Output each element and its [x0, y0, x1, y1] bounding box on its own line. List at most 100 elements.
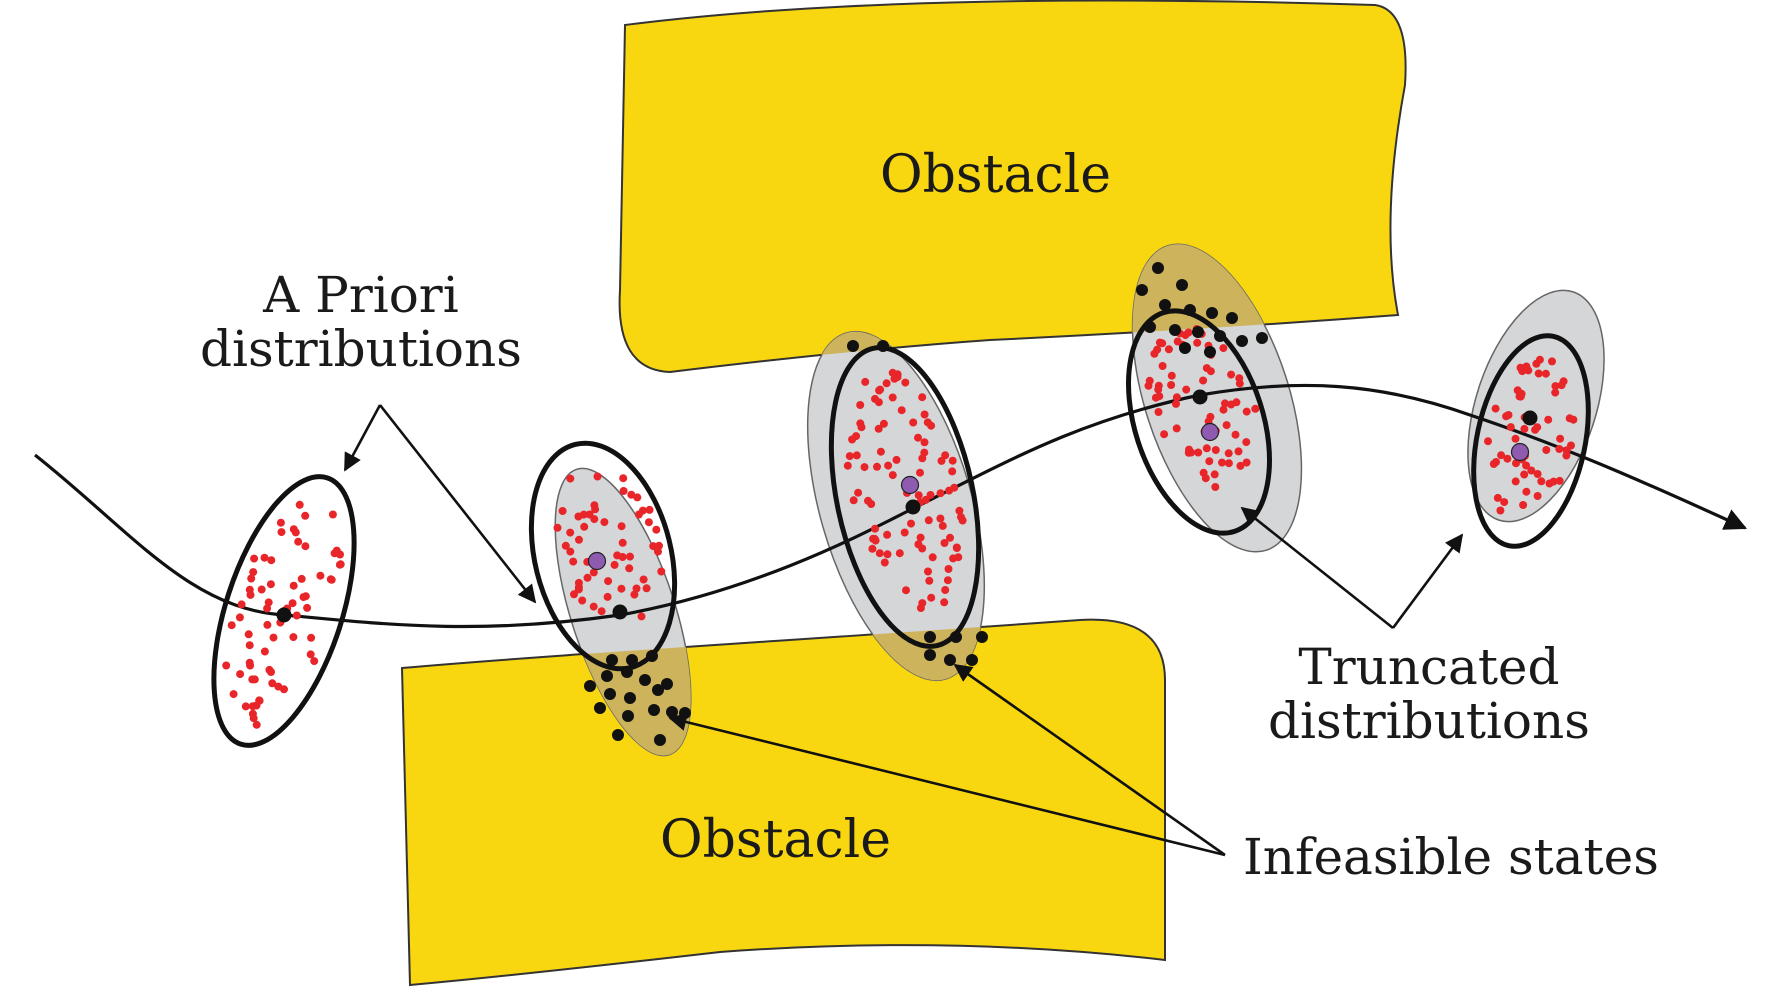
feasible-sample-dot [1535, 355, 1544, 364]
obstacle-bottom-label: Obstacle [660, 810, 892, 870]
feasible-sample-dot [583, 573, 592, 582]
feasible-sample-dot [1489, 460, 1498, 468]
infeasible-sample-dot [1226, 312, 1238, 324]
feasible-sample-dot [1548, 357, 1556, 366]
feasible-sample-dot [916, 604, 925, 612]
feasible-sample-dot [868, 544, 877, 553]
feasible-sample-dot [1242, 458, 1251, 467]
feasible-sample-dot [1173, 337, 1182, 346]
truncated-label-line2: distributions [1268, 692, 1590, 750]
feasible-sample-dot [633, 493, 642, 502]
feasible-sample-dot [1567, 441, 1575, 450]
infeasible-sample-dot [646, 650, 658, 662]
feasible-sample-dot [1194, 448, 1203, 457]
feasible-sample-dot [235, 613, 244, 622]
feasible-sample-dot [578, 596, 587, 605]
feasible-sample-dot [1167, 371, 1176, 380]
feasible-sample-dot [1512, 459, 1520, 468]
feasible-sample-dot [845, 452, 854, 461]
infeasible-sample-dot [584, 680, 596, 692]
feasible-sample-dot [264, 598, 273, 607]
infeasible-sample-dot [612, 729, 624, 741]
feasible-sample-dot [1219, 405, 1228, 414]
feasible-sample-dot [268, 679, 277, 688]
feasible-sample-dot [1493, 493, 1502, 502]
feasible-sample-dot [1542, 446, 1551, 454]
infeasible-sample-dot [1236, 335, 1248, 347]
truncated-label-line1: Truncated [1298, 638, 1560, 696]
feasible-sample-dot [1221, 399, 1229, 408]
feasible-sample-dot [637, 612, 646, 621]
feasible-sample-dot [883, 530, 892, 539]
feasible-sample-dot [1531, 425, 1540, 434]
infeasible-sample-dot [1169, 324, 1181, 336]
feasible-sample-dot [1236, 461, 1245, 470]
feasible-sample-dot [888, 393, 897, 402]
feasible-sample-dot [1522, 362, 1531, 371]
feasible-sample-dot [644, 518, 653, 527]
feasible-sample-dot [949, 554, 958, 563]
feasible-sample-dot [266, 580, 275, 589]
feasible-sample-dot [569, 557, 578, 566]
feasible-sample-dot [1184, 328, 1193, 337]
feasible-sample-dot [1520, 470, 1529, 479]
truncated-mean-dot [900, 475, 920, 495]
feasible-sample-dot [1556, 434, 1565, 443]
feasible-sample-dot [295, 500, 304, 509]
feasible-sample-dot [1242, 438, 1251, 447]
feasible-sample-dot [871, 536, 880, 545]
feasible-sample-dot [1224, 449, 1233, 458]
feasible-sample-dot [566, 528, 575, 537]
feasible-sample-dot [1533, 470, 1542, 478]
feasible-sample-dot [952, 544, 961, 552]
feasible-sample-dot [875, 386, 884, 395]
feasible-sample-dot [1160, 430, 1169, 439]
feasible-sample-dot [882, 379, 891, 388]
truncated-arrow-left [1240, 506, 1394, 630]
feasible-sample-dot [1172, 424, 1181, 433]
a-priori-mean-dot [612, 604, 628, 620]
feasible-sample-dot [316, 571, 325, 580]
feasible-samples [222, 325, 1578, 729]
feasible-sample-dot [591, 505, 600, 514]
feasible-sample-dot [925, 576, 934, 585]
feasible-sample-dot [1516, 392, 1525, 401]
feasible-sample-dot [1219, 344, 1228, 353]
feasible-sample-dot [639, 575, 648, 584]
infeasible-sample-dot [1179, 342, 1191, 354]
feasible-sample-dot [642, 584, 651, 593]
feasible-sample-dot [222, 661, 231, 670]
feasible-sample-dot [890, 374, 899, 383]
feasible-sample-dot [626, 552, 634, 561]
feasible-sample-dot [1145, 376, 1154, 385]
feasible-sample-dot [1519, 501, 1528, 509]
feasible-sample-dot [1511, 434, 1520, 443]
a-priori-label-line2: distributions [200, 320, 522, 378]
feasible-sample-dot [1154, 408, 1163, 416]
feasible-sample-dot [852, 451, 861, 460]
feasible-sample-dot [247, 574, 256, 583]
annotation-arrows [343, 404, 1464, 857]
feasible-sample-dot [948, 467, 957, 476]
infeasible-overlap-bottom [555, 619, 985, 756]
feasible-sample-dot [326, 575, 335, 584]
feasible-sample-dot [237, 600, 246, 609]
feasible-sample-dot [914, 491, 923, 500]
feasible-sample-dot [260, 553, 269, 562]
feasible-sample-dot [1206, 367, 1215, 376]
feasible-sample-dot [907, 519, 915, 528]
feasible-sample-dot [1199, 376, 1208, 385]
obstacle-top-label: Obstacle [880, 145, 1112, 205]
feasible-sample-dot [1205, 457, 1214, 466]
feasible-sample-dot [857, 423, 866, 432]
feasible-sample-dot [920, 448, 929, 457]
feasible-sample-dot [927, 593, 936, 602]
feasible-sample-dot [936, 514, 945, 523]
feasible-sample-dot [888, 471, 897, 480]
feasible-sample-dot [1506, 423, 1515, 432]
feasible-sample-dot [950, 483, 959, 492]
infeasible-sample-dot [924, 649, 936, 661]
feasible-sample-dot [257, 585, 266, 594]
infeasible-sample-dot [1144, 321, 1156, 333]
